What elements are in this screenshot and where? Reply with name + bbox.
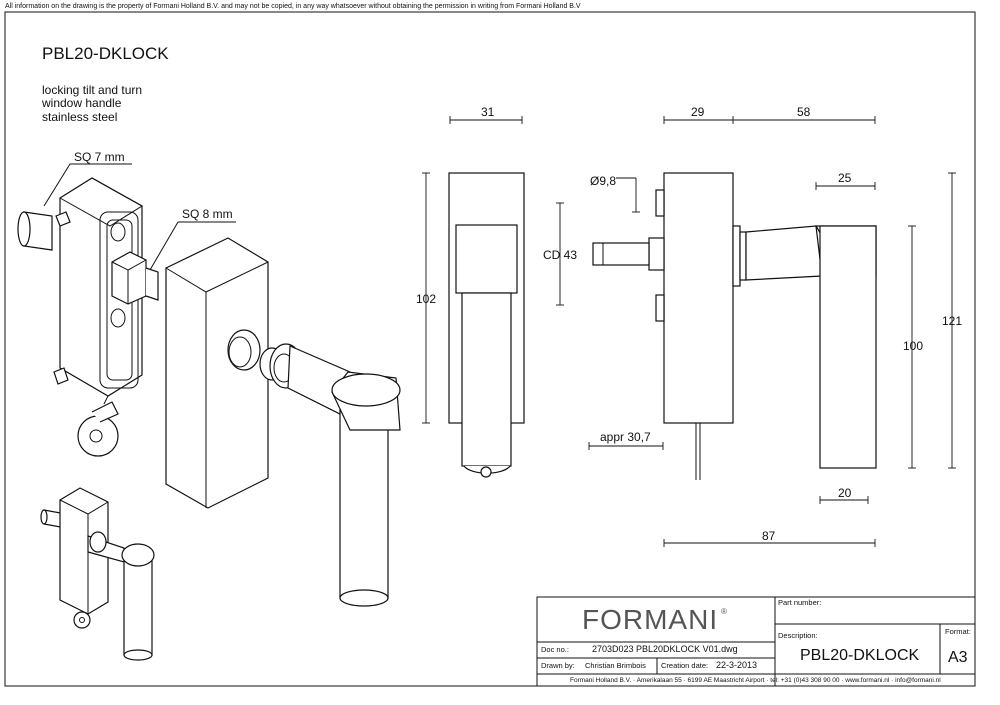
exploded-isometric-view: SQ 7 mm SQ 8 mm: [17, 150, 401, 607]
dim-121: 121: [942, 314, 962, 328]
dim-phi98: Ø9,8: [590, 174, 616, 188]
dim-58: 58: [797, 105, 811, 119]
dim-appr: appr 30,7: [600, 430, 651, 444]
drawing-border: [4, 11, 976, 687]
format-label: Format:: [945, 627, 971, 636]
description-label: Description:: [778, 631, 818, 640]
part-number-label: Part number:: [778, 598, 821, 607]
company-footer: Formani Holland B.V. · Amerikalaan 55 · …: [570, 677, 941, 684]
dim-cd43: CD 43: [543, 248, 577, 262]
creation-date-label: Creation date:: [661, 661, 708, 670]
description-line-1: locking tilt and turn: [42, 83, 142, 97]
format-value: A3: [948, 649, 968, 666]
description-line-2: window handle: [41, 96, 122, 110]
dim-29: 29: [691, 105, 705, 119]
title-block: FORMANI ® Part number: Description: Form…: [536, 596, 976, 687]
dim-31: 31: [481, 105, 495, 119]
callout-sq7: SQ 7 mm: [74, 150, 125, 164]
drawn-by-value: Christian Brimbois: [585, 661, 646, 670]
dim-102: 102: [416, 292, 436, 306]
copyright-notice: All information on the drawing is the pr…: [5, 3, 581, 10]
doc-no-value: 2703D023 PBL20DKLOCK V01.dwg: [592, 644, 738, 654]
dim-100: 100: [903, 339, 923, 353]
drawn-by-label: Drawn by:: [541, 661, 575, 670]
description-line-3: stainless steel: [42, 110, 117, 124]
product-title: PBL20-DKLOCK: [42, 44, 169, 63]
creation-date-value: 22-3-2013: [716, 660, 757, 670]
callout-sq8: SQ 8 mm: [182, 207, 233, 221]
front-view: 31 102: [416, 105, 525, 478]
formani-logo: FORMANI: [582, 604, 718, 635]
dim-87: 87: [762, 529, 776, 543]
assembled-isometric-view: [40, 487, 155, 661]
side-view: 29 58 25 Ø9,8 CD 43 appr 30,7 100 121 20: [543, 105, 962, 547]
doc-no-label: Doc no.:: [541, 645, 569, 654]
dim-25: 25: [838, 171, 852, 185]
description-value: PBL20-DKLOCK: [800, 647, 919, 664]
dim-20: 20: [838, 486, 852, 500]
logo-registered-mark: ®: [721, 607, 727, 616]
